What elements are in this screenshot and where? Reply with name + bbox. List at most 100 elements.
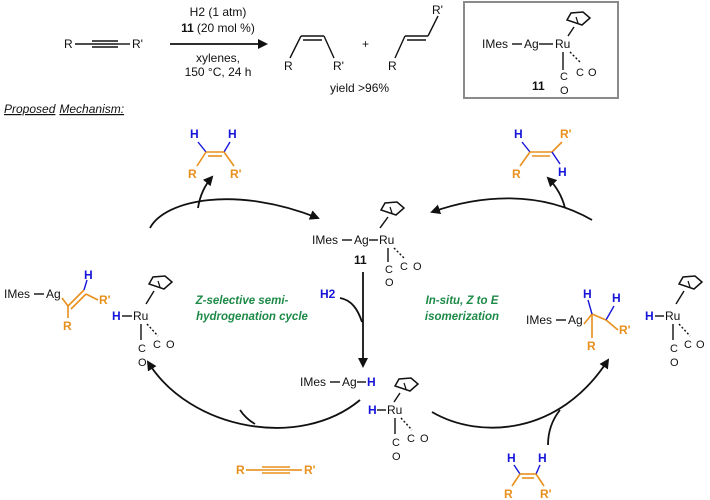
hydride-co-c2: C	[407, 433, 415, 445]
hydride-co-o2: O	[420, 433, 429, 445]
hydride-ru: Ru	[387, 403, 402, 417]
box-co-c2: C	[576, 67, 584, 79]
plus-sign: +	[362, 37, 369, 51]
tl-rp: R'	[230, 167, 242, 181]
tl-r: R	[188, 167, 197, 181]
left-co-o2: O	[166, 339, 175, 351]
hydride-ag-h: H	[367, 375, 376, 389]
left-vinyl-h: H	[84, 268, 93, 282]
box-imes: IMes	[482, 37, 508, 51]
box-co-c: C	[560, 71, 568, 83]
right-cycle-label-1: In-situ, Z to E	[426, 295, 499, 307]
alkyne-rp: R'	[132, 37, 143, 51]
alkyne-r: R	[64, 37, 73, 51]
right-co-c2: C	[684, 339, 692, 351]
center-ag: Ag	[354, 233, 369, 247]
box-ag: Ag	[524, 37, 539, 51]
center-co-c2: C	[400, 261, 408, 273]
right-h1: H	[583, 287, 592, 301]
right-h2: H	[612, 291, 621, 305]
left-ru: Ru	[133, 309, 148, 323]
right-rp: R'	[619, 323, 631, 337]
right-cycle-label-2: isomerization	[425, 311, 499, 323]
left-co-c2: C	[153, 339, 161, 351]
reagent-h2: H2 (1 atm)	[190, 5, 247, 19]
center-hydrides: IMes Ag H H Ru C C O O	[300, 375, 429, 463]
right-intermediate: IMes Ag R H H R' H Ru C C O O	[526, 275, 705, 369]
z-alkene-product: R R'	[284, 35, 344, 73]
tr-r: R	[512, 167, 521, 181]
right-co-o: O	[670, 357, 679, 369]
center-label: 11	[354, 253, 367, 267]
right-ag: Ag	[568, 313, 583, 327]
center-co-o: O	[385, 277, 394, 289]
left-co-c: C	[138, 343, 146, 355]
right-co-o2: O	[696, 339, 705, 351]
bottom-right-z-alkene: H H R R'	[504, 451, 552, 500]
ba-r: R	[236, 463, 245, 477]
tl-h1: H	[190, 127, 199, 141]
left-cycle-label-2: hydrogenation cycle	[196, 311, 308, 323]
right-r: R	[587, 339, 596, 353]
hydride-co-c: C	[392, 437, 400, 449]
left-r: R	[63, 319, 72, 333]
box-co-o2: O	[588, 67, 597, 79]
h2-label: H2	[320, 287, 336, 301]
top-right-e-product: H R' R H	[512, 127, 572, 181]
condition-temp-time: 150 °C, 24 h	[185, 65, 252, 79]
tr-rp: R'	[560, 127, 572, 141]
br-r: R	[504, 487, 513, 500]
cyclopentadienyl-icon	[148, 275, 173, 290]
left-co-o: O	[138, 357, 147, 369]
hydride-co-o: O	[392, 451, 401, 463]
center-catalyst: IMes Ag Ru C C O O 11	[312, 201, 422, 289]
right-ru: Ru	[665, 309, 680, 323]
cyclopentadienyl-icon	[380, 201, 405, 216]
left-cycle-label-1: Z-selective semi-	[195, 295, 289, 307]
cyclopentadienyl-icon	[678, 275, 703, 290]
cyclopentadienyl-icon	[566, 11, 591, 26]
right-imes: IMes	[526, 313, 552, 327]
br-h1: H	[507, 451, 516, 465]
reaction-arrow: H2 (1 atm) 11(20 mol %) xylenes, 150 °C,…	[170, 5, 268, 79]
right-ru-h: H	[645, 309, 654, 323]
ba-rp: R'	[304, 463, 316, 477]
top-left-z-product: H H R R'	[188, 127, 242, 181]
box-label: 11	[532, 79, 545, 93]
z-alkene-rp: R'	[333, 59, 344, 73]
catalyst-box: IMes Ag Ru C C O O 11	[463, 1, 619, 99]
box-ru: Ru	[555, 37, 570, 51]
left-intermediate: IMes Ag R H R' H Ru C C O O	[4, 268, 175, 369]
br-h2: H	[538, 451, 547, 465]
bottom-alkyne: R R'	[236, 463, 316, 477]
box-co-o: O	[560, 85, 569, 97]
z-alkene-r: R	[284, 59, 293, 73]
yield-label: yield >96%	[330, 81, 389, 95]
e-alkene-r: R	[388, 59, 397, 73]
center-ru: Ru	[379, 233, 394, 247]
condition-solvent: xylenes,	[196, 51, 240, 65]
left-ru-h: H	[112, 309, 121, 323]
tr-h2: H	[558, 165, 567, 179]
hydride-ru-h: H	[368, 403, 377, 417]
tl-h2: H	[228, 127, 237, 141]
center-imes: IMes	[312, 233, 338, 247]
left-rp: R'	[99, 293, 111, 307]
center-co-o2: O	[413, 261, 422, 273]
e-alkene-product: R R'	[388, 3, 443, 73]
hydride-ag: Ag	[342, 375, 357, 389]
hydride-imes: IMes	[300, 375, 326, 389]
left-imes: IMes	[4, 287, 30, 301]
left-ag: Ag	[46, 287, 61, 301]
cyclopentadienyl-icon	[394, 377, 419, 392]
center-co-c: C	[385, 264, 393, 276]
cycle-arcs	[146, 175, 610, 446]
e-alkene-rp: R'	[432, 3, 443, 17]
tr-h1: H	[514, 127, 523, 141]
starting-alkyne: R R'	[64, 37, 143, 51]
right-co-c: C	[670, 343, 678, 355]
br-rp: R'	[540, 487, 552, 500]
